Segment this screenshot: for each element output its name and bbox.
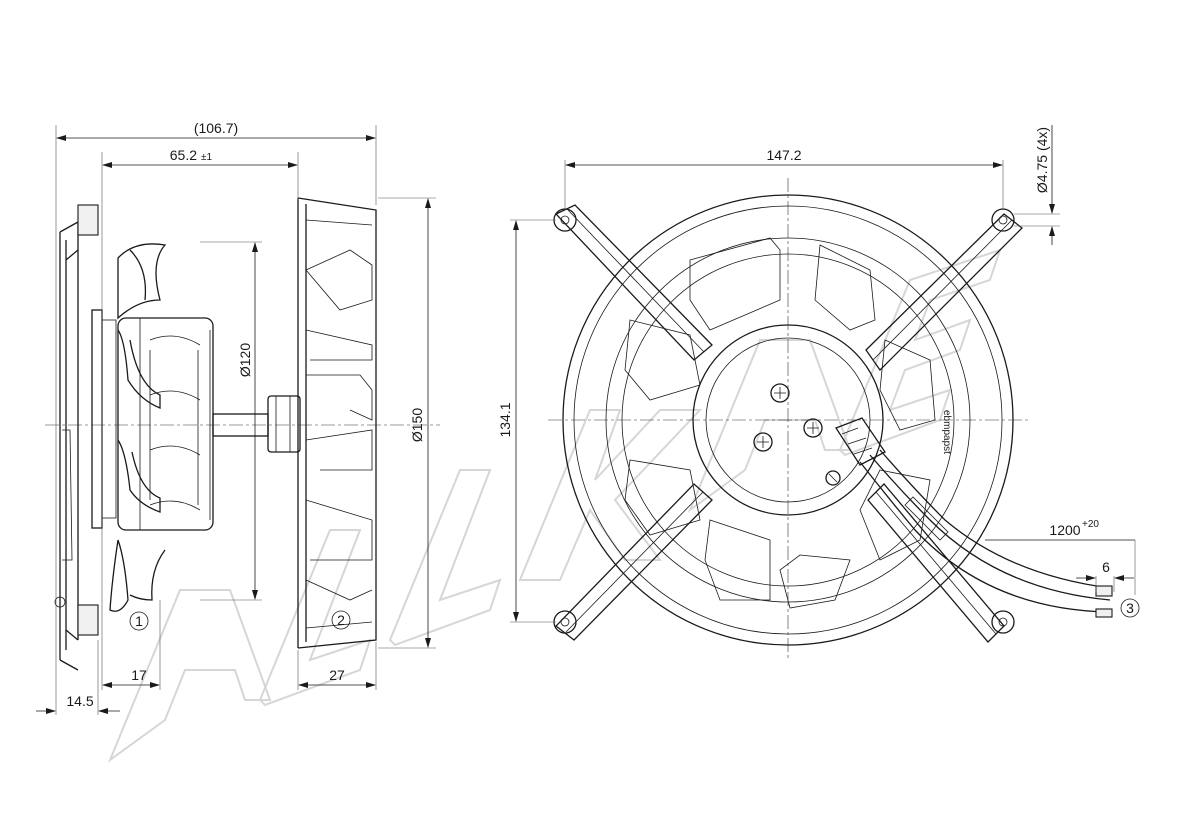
dim-hole-spacing-vertical: 134.1	[497, 402, 513, 437]
dim-strip-length: 6	[1102, 559, 1110, 575]
callout-2: 2	[337, 612, 345, 628]
dim-housing-diameter: Ø150	[409, 408, 425, 442]
dim-cable-tolerance: +20	[1082, 519, 1099, 530]
dim-overall-length: (106.7)	[194, 120, 238, 136]
motor-flange	[91, 309, 103, 529]
hub-screws	[753, 383, 841, 486]
dim-motor-length: 65.2	[170, 147, 197, 163]
dim-flange-offset: 14.5	[66, 693, 93, 709]
dim-housing-depth: 27	[329, 667, 345, 683]
mounting-struts	[554, 204, 1023, 643]
hub	[267, 395, 301, 453]
mounting-bracket	[59, 221, 79, 671]
mounting-hole-br	[991, 610, 1015, 634]
dim-motor-tolerance: ±1	[201, 152, 212, 163]
watermark	[107, 248, 1002, 763]
impeller-pockets	[624, 237, 936, 609]
dim-hole-diameter: Ø4.75 (4x)	[1034, 127, 1050, 193]
brand-mark: ebmpapst	[941, 410, 952, 454]
cable-assembly	[835, 417, 1113, 618]
mounting-hole-tl	[553, 208, 577, 232]
callout-1: 1	[135, 613, 143, 629]
dim-impeller-diameter: Ø120	[237, 343, 253, 377]
mounting-hole-bl	[553, 610, 577, 634]
dim-rotor-offset: 17	[131, 667, 147, 683]
dim-hole-spacing-horizontal: 147.2	[766, 147, 801, 163]
front-view: ebmpapst 147.2 134.1 Ø4.75 (4x) 1200 +20…	[497, 125, 1140, 660]
dim-cable-length: 1200	[1049, 522, 1080, 538]
callout-3: 3	[1126, 600, 1134, 616]
impeller-blades	[109, 243, 167, 612]
side-view: 1 2 (106.7) 65.2 ±1 Ø120 Ø150 17 14.5	[36, 120, 440, 715]
